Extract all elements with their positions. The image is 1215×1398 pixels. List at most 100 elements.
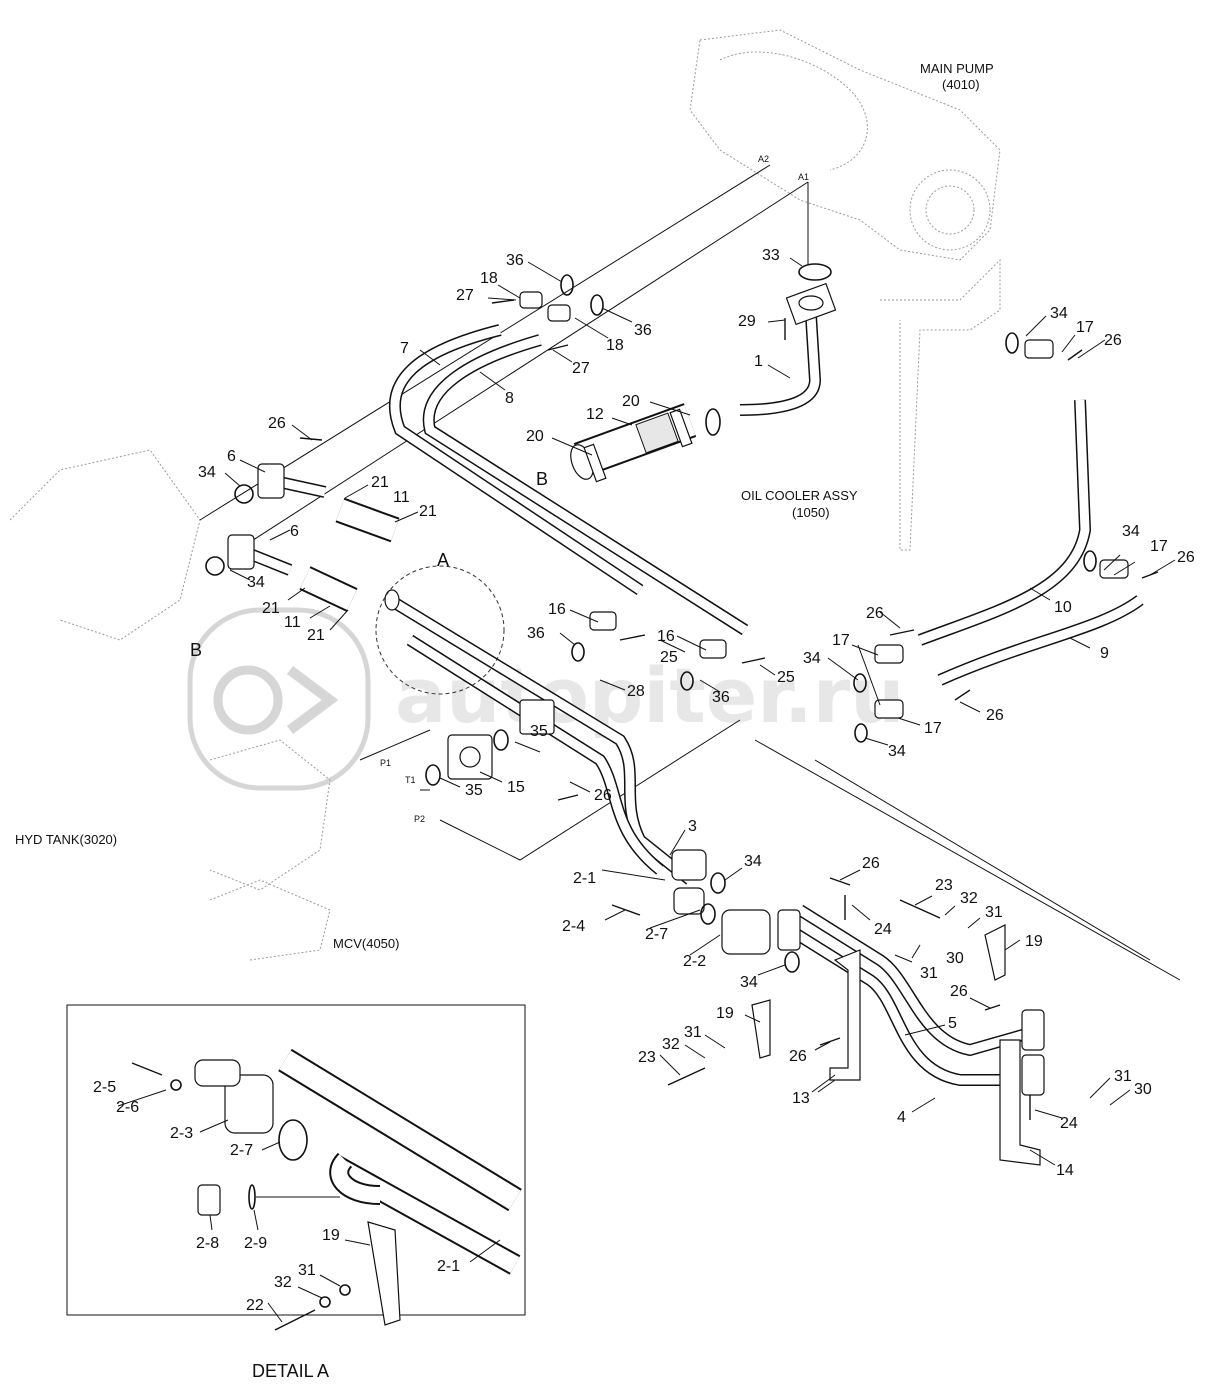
view-b-label-lower: B <box>190 640 202 660</box>
callout-25: 25 <box>777 669 795 686</box>
callout-17: 17 <box>924 720 942 737</box>
hyd-tank-label: HYD TANK(3020) <box>15 832 117 847</box>
callout-31: 31 <box>985 904 1003 921</box>
callout-18: 18 <box>606 337 624 354</box>
callout-30: 30 <box>946 950 964 967</box>
pipe-10 <box>917 399 1092 646</box>
view-a-label: A <box>437 550 449 570</box>
callout-35: 35 <box>530 723 548 740</box>
o-ring-34f <box>854 723 868 743</box>
detail-a-balloon <box>375 565 505 695</box>
main-pump-ghost <box>689 29 1001 551</box>
callout-20: 20 <box>622 393 640 410</box>
callout-23: 23 <box>935 877 953 894</box>
o-ring-36d <box>680 671 694 691</box>
o-ring-34c <box>205 556 225 576</box>
callout-36: 36 <box>712 689 730 706</box>
o-ring-35b <box>425 764 441 786</box>
o-ring-2-7 <box>700 903 716 925</box>
oil-cooler-number: (1050) <box>792 505 830 520</box>
callout-2-4: 2-4 <box>562 918 585 935</box>
callout-11: 11 <box>284 614 301 631</box>
callout-24: 24 <box>874 921 892 938</box>
pipe-3 <box>406 634 664 875</box>
callout-27: 27 <box>572 360 590 377</box>
callout-21: 21 <box>419 503 437 520</box>
callout-14: 14 <box>1056 1162 1074 1179</box>
callout-17: 17 <box>1076 319 1094 336</box>
callout-21: 21 <box>262 600 280 617</box>
callout-34: 34 <box>247 574 265 591</box>
callout-1: 1 <box>754 353 763 370</box>
detail-a-panel: 2-5 2-6 2-3 2-7 2-8 2-9 19 31 32 22 2-1 <box>66 1004 526 1331</box>
callout-4: 4 <box>897 1109 906 1126</box>
o-ring-34d <box>1083 550 1097 572</box>
oil-cooler-label: OIL COOLER ASSY <box>741 488 858 503</box>
callout-31: 31 <box>1114 1068 1132 1085</box>
port-p1: P1 <box>380 758 391 768</box>
callout-21: 21 <box>307 627 325 644</box>
detail-a-title: DETAIL A <box>252 1361 329 1381</box>
callout-2-2: 2-2 <box>683 953 706 970</box>
callout-19: 19 <box>716 1005 734 1022</box>
pipe-5 <box>796 904 1042 1057</box>
callout-12: 12 <box>586 406 604 423</box>
callout-31: 31 <box>684 1024 702 1041</box>
callout-26: 26 <box>1104 332 1122 349</box>
detail-callout-2-9: 2-9 <box>244 1235 267 1252</box>
callout-26: 26 <box>789 1048 807 1065</box>
callout-36: 36 <box>527 625 545 642</box>
pipe-4 <box>786 924 1020 1086</box>
callout-27: 27 <box>456 287 474 304</box>
callout-8: 8 <box>505 390 514 407</box>
callout-23: 23 <box>638 1049 656 1066</box>
callout-26: 26 <box>950 983 968 1000</box>
callout-35: 35 <box>465 782 483 799</box>
o-ring-34h <box>784 951 800 973</box>
callout-32: 32 <box>960 890 978 907</box>
callout-26: 26 <box>862 855 880 872</box>
callout-34: 34 <box>888 743 906 760</box>
callout-numbers: 36 18 27 36 18 27 7 8 33 29 1 20 12 20 3… <box>198 247 1195 1179</box>
callout-36: 36 <box>506 252 524 269</box>
callout-18: 18 <box>480 270 498 287</box>
port-p2: P2 <box>414 814 425 824</box>
detail-callout-22: 22 <box>246 1297 264 1314</box>
callout-2-1: 2-1 <box>573 870 596 887</box>
callout-33: 33 <box>762 247 780 264</box>
callout-17: 17 <box>832 632 850 649</box>
detail-callout-2-1: 2-1 <box>437 1258 460 1275</box>
bolts <box>299 299 1159 1120</box>
callout-20: 20 <box>526 428 544 445</box>
o-ring-34a <box>1005 332 1019 354</box>
callout-13: 13 <box>792 1090 810 1107</box>
o-ring-20 <box>705 408 721 436</box>
assembly-labels: MAIN PUMP (4010) OIL COOLER ASSY (1050) … <box>15 61 994 951</box>
pipe-9 <box>937 595 1144 686</box>
o-ring-36a <box>560 274 574 296</box>
callout-32: 32 <box>662 1036 680 1053</box>
hose-12 <box>570 403 697 483</box>
main-pump-label: MAIN PUMP <box>920 61 994 76</box>
callout-7: 7 <box>400 340 409 357</box>
port-t1: T1 <box>405 775 416 785</box>
o-ring-33 <box>798 263 832 281</box>
callout-28: 28 <box>627 683 645 700</box>
callout-26: 26 <box>268 415 286 432</box>
detail-callout-2-8: 2-8 <box>196 1235 219 1252</box>
callout-3: 3 <box>688 818 697 835</box>
callout-15: 15 <box>507 779 525 796</box>
callout-11: 11 <box>393 489 410 506</box>
callout-26: 26 <box>1177 549 1195 566</box>
callout-21: 21 <box>371 474 389 491</box>
o-ring-34e <box>853 673 867 693</box>
o-rings <box>205 263 1097 973</box>
callout-30: 30 <box>1134 1081 1152 1098</box>
o-ring-36b <box>590 294 604 316</box>
watermark: autopiter.ru <box>187 607 904 791</box>
callout-6: 6 <box>227 448 236 465</box>
port-a2: A2 <box>758 154 769 164</box>
callout-16: 16 <box>657 628 675 645</box>
